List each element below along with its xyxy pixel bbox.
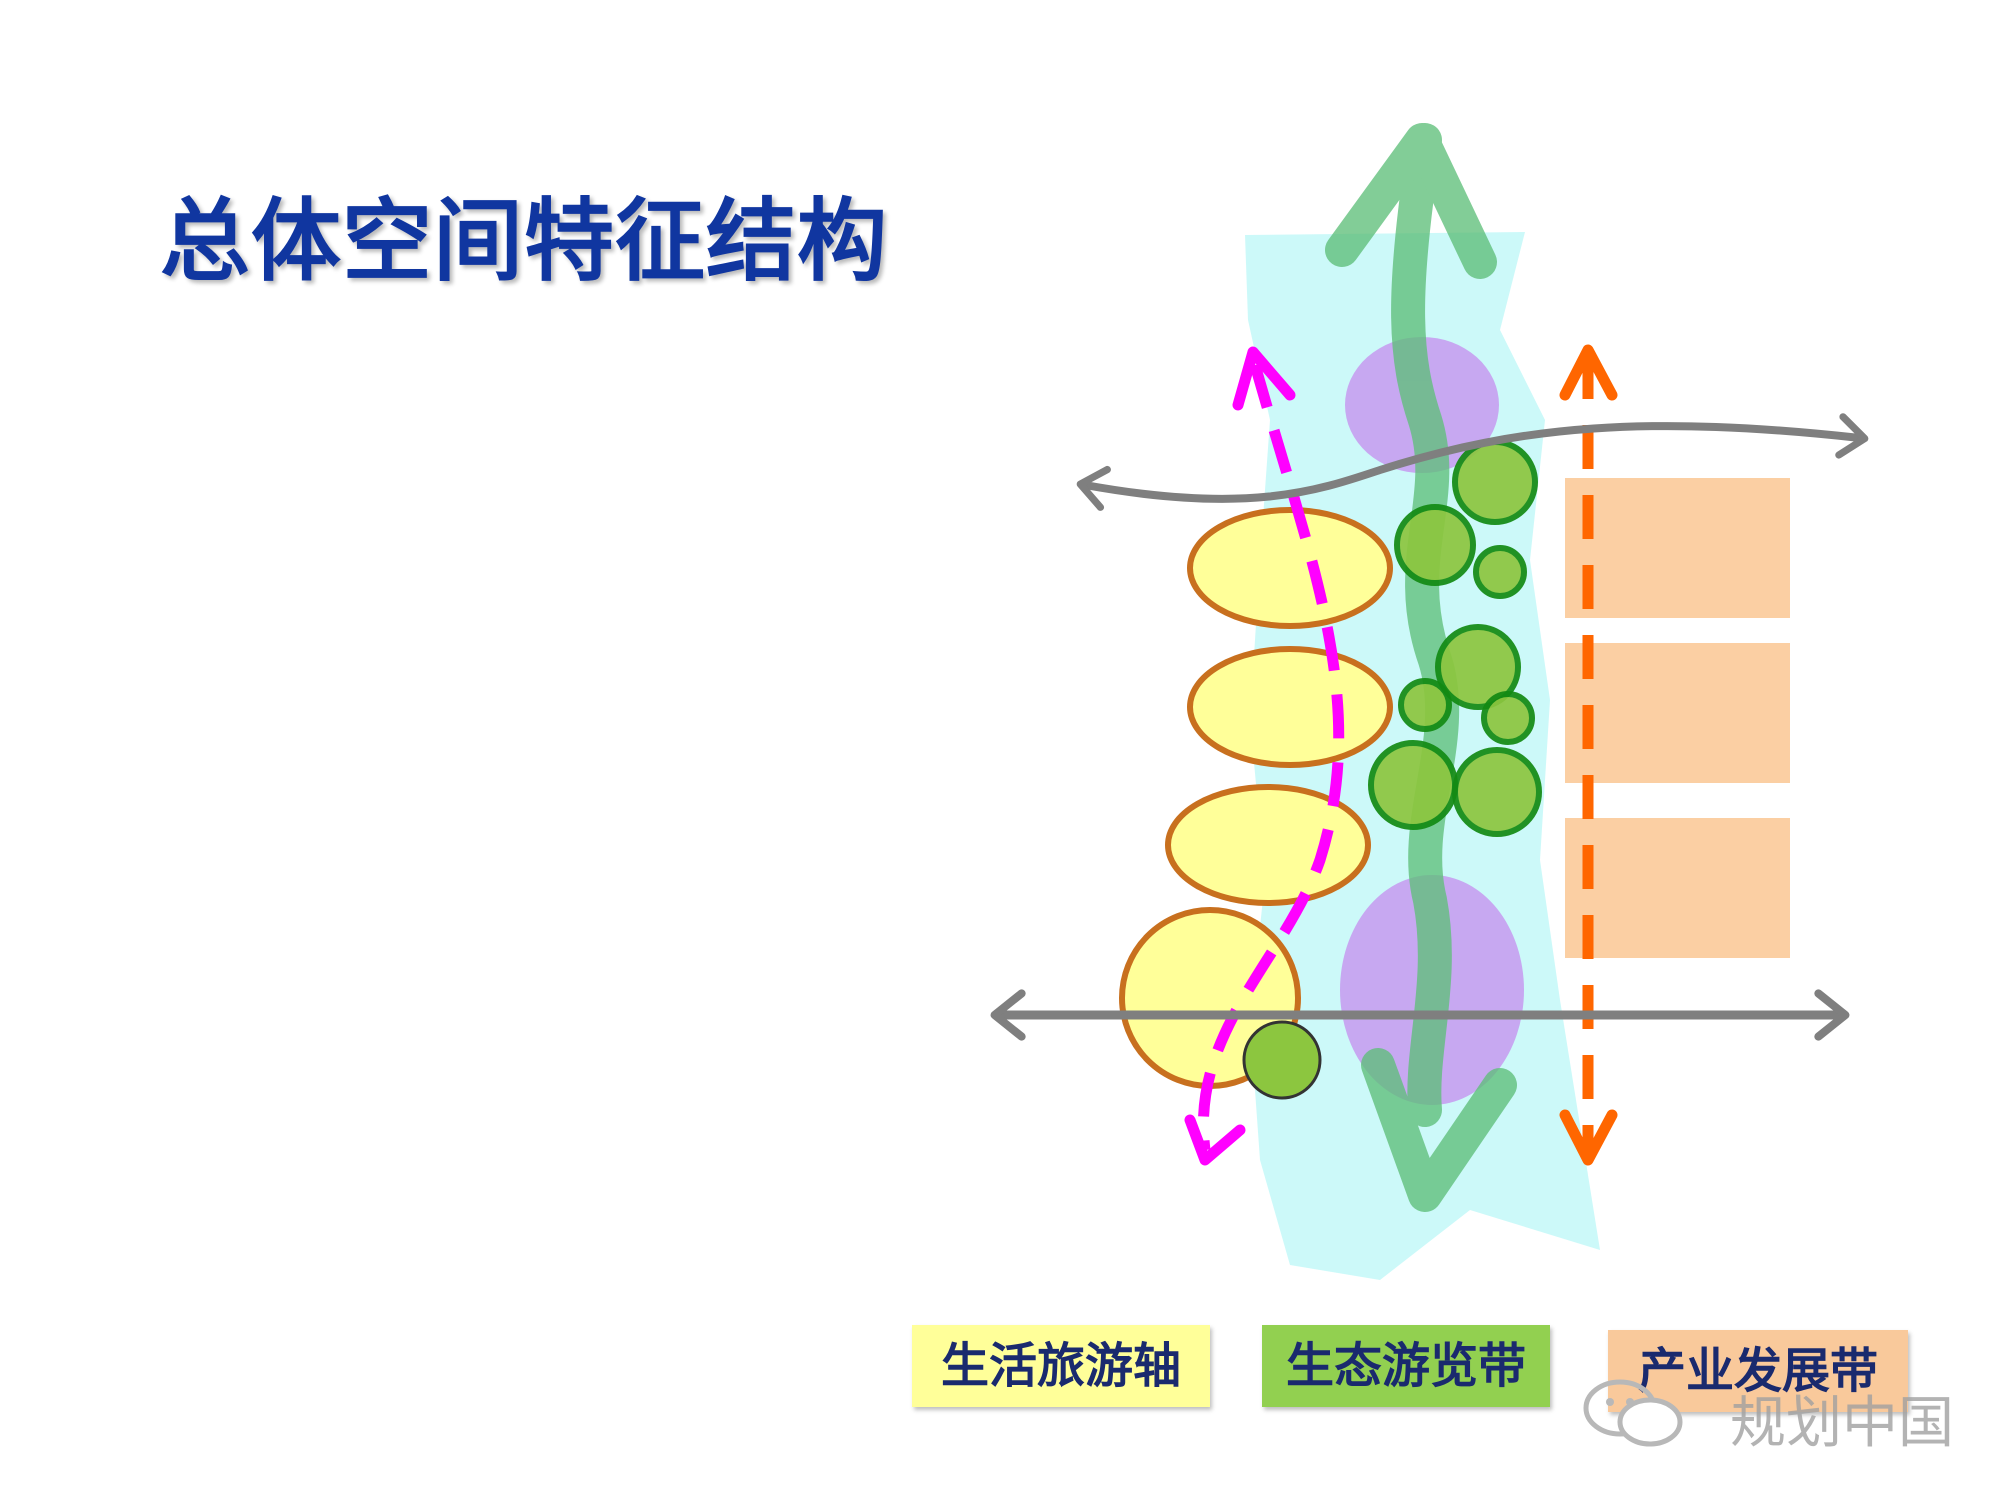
yellow-oval-3 [1165,784,1371,906]
yellow-oval-2 [1187,646,1393,768]
wechat-icon [1583,1379,1683,1447]
legend-eco-tour-belt: 生态游览带 [1262,1325,1550,1407]
watermark-text: 规划中国 [1730,1391,1954,1456]
eco-axis-arrow [1325,123,1517,1212]
page-title: 总体空间特征结构 [160,189,888,294]
legend-life-tourism-axis: 生活旅游轴 [912,1325,1210,1407]
yellow-oval-1 [1187,507,1393,629]
eco-circle-small-south [1242,1020,1322,1100]
gray-axis-north [1076,413,1869,511]
industry-block-3 [1565,818,1790,958]
industry-block-2 [1565,643,1790,783]
industry-block-1 [1565,478,1790,618]
